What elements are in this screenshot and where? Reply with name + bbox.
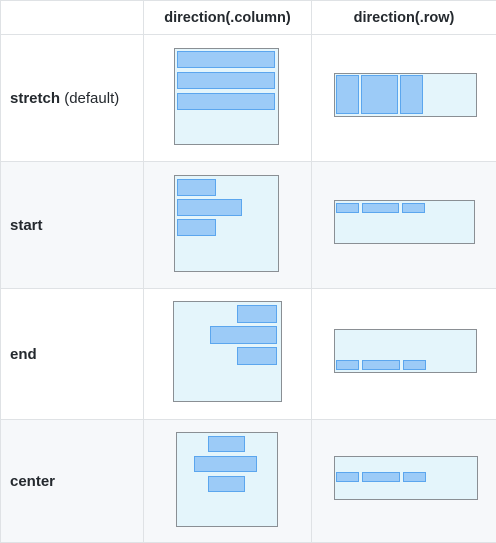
column-item-2 [177, 72, 275, 89]
column-item-2 [194, 456, 257, 472]
alignment-note: (default) [60, 90, 119, 107]
row-item-1 [336, 75, 359, 114]
column-container-center [176, 432, 278, 527]
column-item-1 [177, 51, 275, 68]
row-container-start [334, 200, 475, 244]
row-demo-cell-end [312, 289, 496, 420]
label-cell-end: end [1, 289, 144, 420]
column-item-3 [208, 476, 245, 492]
row-item-3 [400, 75, 423, 114]
row-item-3 [403, 360, 426, 370]
row-container-stretch [334, 73, 477, 117]
column-demo-cell-start [144, 162, 312, 289]
alignment-name: start [10, 217, 43, 234]
column-item-1 [177, 179, 216, 196]
row-item-3 [403, 472, 426, 482]
column-item-2 [210, 326, 277, 344]
label-cell-stretch: stretch (default) [1, 35, 144, 162]
column-item-2 [177, 199, 242, 216]
column-item-3 [177, 219, 216, 236]
column-demo-cell-end [144, 289, 312, 420]
row-item-1 [336, 472, 359, 482]
column-item-1 [208, 436, 245, 452]
label-cell-start: start [1, 162, 144, 289]
row-item-1 [336, 203, 359, 213]
column-item-3 [177, 93, 275, 110]
header-column-direction: direction(.column) [144, 1, 312, 35]
row-demo-cell-center [312, 420, 496, 543]
table-row-end: end [1, 289, 496, 420]
row-item-3 [402, 203, 425, 213]
row-container-center [334, 456, 478, 500]
alignment-name: end [10, 346, 37, 363]
row-item-2 [362, 360, 400, 370]
column-container-end [173, 301, 282, 402]
alignment-name: stretch [10, 90, 60, 107]
row-demo-cell-stretch [312, 35, 496, 162]
column-container-stretch [174, 48, 279, 145]
column-container-start [174, 175, 279, 272]
table-row-start: start [1, 162, 496, 289]
row-item-2 [362, 472, 400, 482]
column-demo-cell-center [144, 420, 312, 543]
label-cell-center: center [1, 420, 144, 543]
row-item-2 [362, 203, 399, 213]
row-item-2 [361, 75, 398, 114]
column-item-3 [237, 347, 277, 365]
header-row: direction(.column) direction(.row) [1, 1, 496, 35]
column-item-1 [237, 305, 277, 323]
alignment-name: center [10, 473, 55, 490]
table-row-stretch: stretch (default) [1, 35, 496, 162]
row-container-end [334, 329, 477, 373]
header-row-direction: direction(.row) [312, 1, 496, 35]
header-corner [1, 1, 144, 35]
row-item-1 [336, 360, 359, 370]
row-demo-cell-start [312, 162, 496, 289]
table-row-center: center [1, 420, 496, 543]
column-demo-cell-stretch [144, 35, 312, 162]
